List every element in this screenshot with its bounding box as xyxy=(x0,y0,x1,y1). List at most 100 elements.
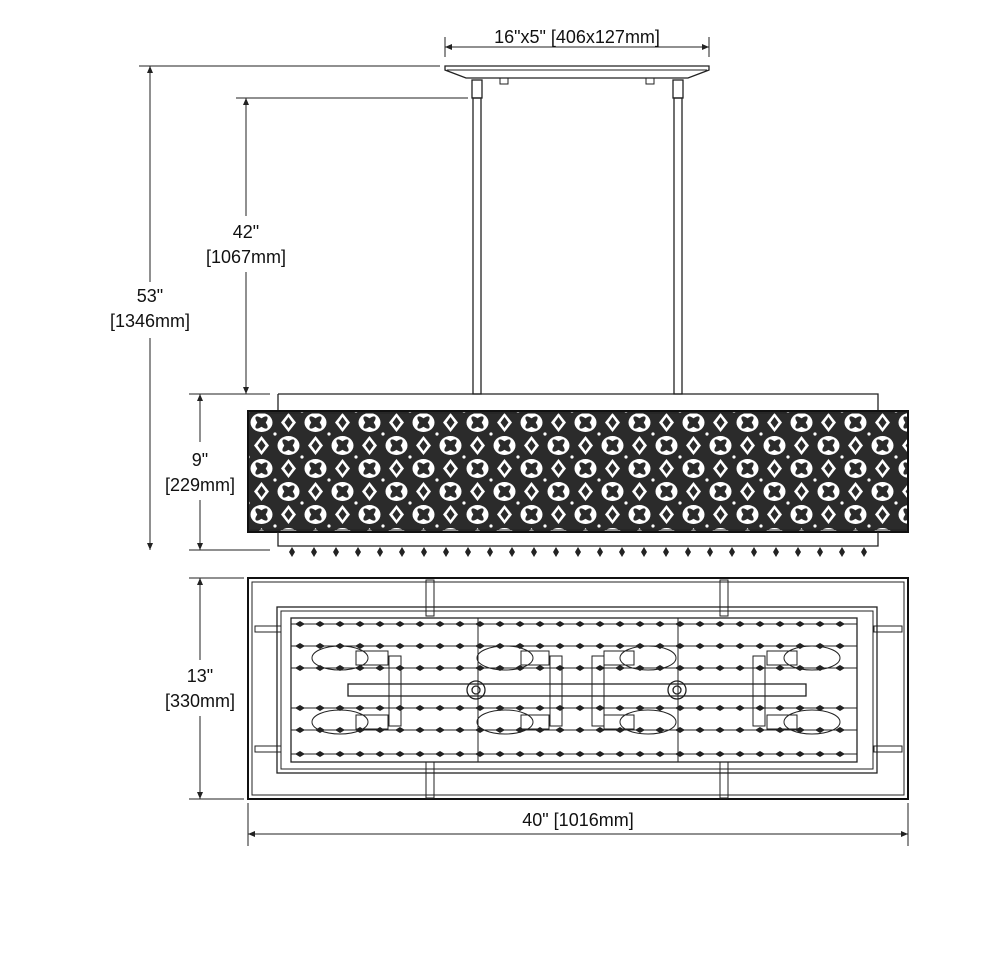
crystal-drop xyxy=(311,547,317,557)
crystal-bead xyxy=(515,643,525,649)
crystal-bead xyxy=(655,643,665,649)
drop-dimension: 42" [1067mm] xyxy=(206,97,468,394)
crystal-bead xyxy=(355,621,365,627)
crystal-bead xyxy=(635,621,645,627)
crystal-bead xyxy=(615,727,625,733)
crystal-drop xyxy=(377,547,383,557)
crystal-bead xyxy=(295,705,305,711)
crystal-bead xyxy=(575,751,585,757)
crystal-bead xyxy=(695,643,705,649)
crystal-bead xyxy=(675,665,685,671)
crystal-bead xyxy=(315,643,325,649)
crystal-bead xyxy=(415,751,425,757)
crystal-bead xyxy=(755,621,765,627)
crystal-bead xyxy=(815,727,825,733)
crystal-drop xyxy=(619,547,625,557)
crystal-bead xyxy=(415,643,425,649)
crystal-bead xyxy=(735,643,745,649)
crystal-bead xyxy=(675,705,685,711)
suspension-rods xyxy=(471,79,684,395)
crystal-bead xyxy=(395,705,405,711)
crystal-bead xyxy=(355,705,365,711)
crystal-bead xyxy=(395,643,405,649)
crystal-bead xyxy=(615,665,625,671)
crystal-bead xyxy=(535,727,545,733)
crystal-bead xyxy=(555,643,565,649)
crystal-bead xyxy=(535,621,545,627)
crystal-bead xyxy=(295,621,305,627)
overall-height-dimension: 53" [1346mm] xyxy=(110,65,440,550)
crystal-bead xyxy=(595,621,605,627)
canopy-dimension: 16"x5" [406x127mm] xyxy=(444,27,710,57)
crystal-bead xyxy=(715,751,725,757)
crystal-bead xyxy=(695,705,705,711)
crystal-bead xyxy=(795,665,805,671)
crystal-bead xyxy=(435,643,445,649)
crystal-bead xyxy=(795,751,805,757)
shade-height-mm: [229mm] xyxy=(165,475,235,495)
crystal-bead xyxy=(615,705,625,711)
crystal-drop xyxy=(289,547,295,557)
crystal-bead xyxy=(515,727,525,733)
crystal-bead xyxy=(435,621,445,627)
crystal-bead xyxy=(535,751,545,757)
crystal-bead xyxy=(735,665,745,671)
crystal-bead xyxy=(515,705,525,711)
crystal-bead xyxy=(495,621,505,627)
crystal-bead xyxy=(555,621,565,627)
crystal-bead xyxy=(715,705,725,711)
crystal-bead xyxy=(815,705,825,711)
crystal-drop xyxy=(443,547,449,557)
crystal-bead xyxy=(715,643,725,649)
crystal-bead xyxy=(755,727,765,733)
crystal-bead xyxy=(595,751,605,757)
crystal-bead xyxy=(455,727,465,733)
crystal-bead xyxy=(295,751,305,757)
crystal-drop xyxy=(465,547,471,557)
crystal-bead xyxy=(595,643,605,649)
crystal-bead xyxy=(595,705,605,711)
crystal-bead xyxy=(755,665,765,671)
crystal-drop xyxy=(399,547,405,557)
crystal-bead xyxy=(355,751,365,757)
overall-height-in: 53" xyxy=(137,286,163,306)
drop-length-mm: [1067mm] xyxy=(206,247,286,267)
crystal-bead xyxy=(775,751,785,757)
crystal-drop xyxy=(729,547,735,557)
crystal-bead xyxy=(375,665,385,671)
crystal-drop xyxy=(861,547,867,557)
crystal-bead xyxy=(795,705,805,711)
crystal-bead xyxy=(435,705,445,711)
crystal-drop xyxy=(355,547,361,557)
crystal-bead xyxy=(715,665,725,671)
crystal-bead xyxy=(675,621,685,627)
crystal-bead xyxy=(555,751,565,757)
crystal-bead xyxy=(295,727,305,733)
crystal-bead xyxy=(795,727,805,733)
crystal-bead xyxy=(355,665,365,671)
width-dimension: 40" [1016mm] xyxy=(247,803,909,846)
crystal-drop xyxy=(707,547,713,557)
crystal-drop xyxy=(641,547,647,557)
crystal-bead xyxy=(355,727,365,733)
crystal-bead xyxy=(575,665,585,671)
crystal-bead xyxy=(655,751,665,757)
crystal-bead xyxy=(395,751,405,757)
crystal-drop xyxy=(817,547,823,557)
crystal-bead xyxy=(375,621,385,627)
crystal-bead xyxy=(775,621,785,627)
crystal-bead xyxy=(455,751,465,757)
crystal-bead xyxy=(455,665,465,671)
crystal-bead xyxy=(655,621,665,627)
crystal-bead xyxy=(635,705,645,711)
crystal-fringe xyxy=(289,547,867,557)
crystal-bead xyxy=(635,643,645,649)
crystal-drop xyxy=(839,547,845,557)
crystal-drop xyxy=(575,547,581,557)
crystal-drop xyxy=(663,547,669,557)
crystal-bead xyxy=(615,643,625,649)
depth-in: 13" xyxy=(187,666,213,686)
crystal-bead xyxy=(735,705,745,711)
crystal-drop xyxy=(509,547,515,557)
